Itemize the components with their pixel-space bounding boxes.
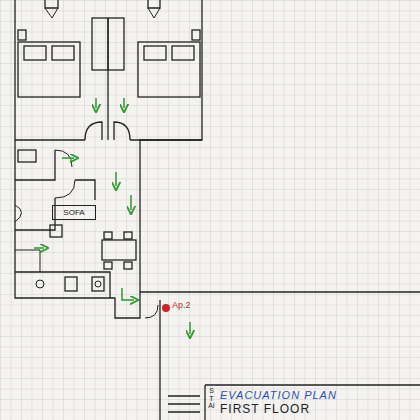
floor-name: FIRST FLOOR <box>220 402 310 416</box>
furniture-label: SOFA <box>63 208 84 218</box>
title-box: EVACUATION PLANFIRST FLOOR <box>218 386 418 419</box>
plan-title: EVACUATION PLAN <box>220 389 337 402</box>
apartment-label: Ap.2 <box>172 300 191 310</box>
sofa-box: SOFA <box>52 205 96 220</box>
stairs-label: STAI <box>208 387 215 410</box>
